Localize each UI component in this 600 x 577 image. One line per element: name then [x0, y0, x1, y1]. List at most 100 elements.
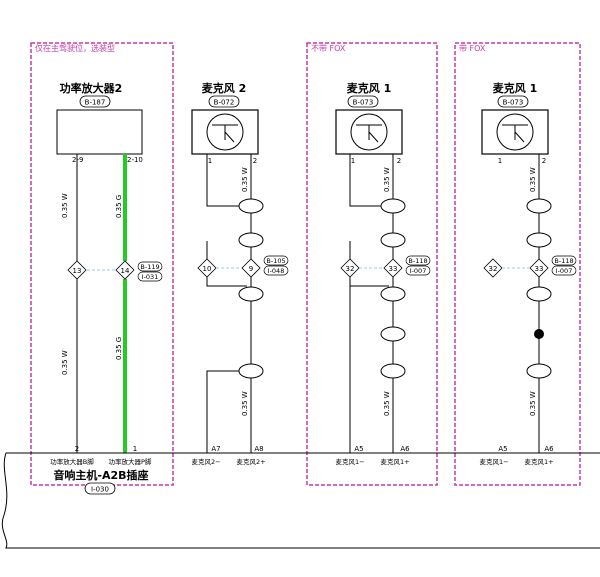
connector-4-sub: I-007: [556, 267, 573, 275]
connector-1-sub: I-031: [142, 273, 159, 281]
zone-box-with-fox: [454, 42, 581, 486]
hu-pin-4: A8: [254, 445, 263, 453]
mic1b-pin-1: 1: [498, 157, 502, 165]
connector-2-sub-oval: [263, 265, 289, 276]
splice-9-label: 9: [249, 265, 253, 273]
splice-13: [67, 260, 87, 280]
mic1a-name: 麦克风 1: [347, 81, 391, 95]
wire-amp-w-label-2: 0.35 W: [61, 350, 69, 375]
amplifier-pin-b: 2-10: [127, 156, 143, 164]
mic1b-shield-ring-2: [526, 232, 552, 248]
splice-33a: [383, 258, 403, 278]
splice-14: [115, 260, 135, 280]
mic1a-shield-ring-1: [380, 198, 406, 214]
splice-14-label: 14: [121, 267, 130, 275]
mic1a-symbol: [335, 109, 403, 155]
hu-pin-7: A5: [498, 445, 507, 453]
amplifier-code: B-187: [85, 99, 106, 107]
mic2-symbol: [191, 109, 259, 155]
wire-amp-g-label-2: 0.35 G: [115, 337, 123, 360]
connector-2-sub: I-048: [268, 267, 285, 275]
splice-33b: [529, 258, 549, 278]
connector-3-sub-oval: [405, 265, 431, 276]
mic2-name: 麦克风 2: [202, 81, 246, 95]
connector-1-code: B-119: [140, 263, 159, 271]
connector-1-oval: [137, 261, 163, 272]
splice-32a-label: 32: [346, 265, 355, 273]
zone-label-with-fox: 带 FOX: [459, 44, 486, 53]
mic1b-pin-2: 2: [542, 157, 546, 165]
splice-10-label: 10: [203, 265, 212, 273]
connector-2-code: B-105: [266, 257, 285, 265]
mic1b-symbol: [481, 109, 549, 155]
mic1a-shield-ring-5: [380, 363, 406, 379]
zone-box-no-fox: [306, 42, 438, 486]
mic1a-shield-ring-4: [380, 326, 406, 342]
zone-label-no-fox: 不带 FOX: [311, 44, 346, 53]
connector-1-sub-oval: [137, 271, 163, 282]
head-unit-code-oval: [84, 482, 116, 495]
connector-3-sub: I-007: [410, 267, 427, 275]
head-unit-code: I-030: [91, 486, 109, 494]
mic2-shield-ring-4: [238, 363, 264, 379]
connector-3-code: B-118: [408, 257, 427, 265]
mic1a-code-oval: [347, 95, 379, 108]
mic1a-pin-1: 1: [351, 157, 355, 165]
wire-mic1b-label-1: 0.35 W: [529, 167, 537, 192]
wire-amp-g-label-1: 0.35 G: [115, 195, 123, 218]
hu-pin-label-8: 麦克风1+: [524, 457, 553, 466]
splice-33b-label: 33: [535, 265, 544, 273]
mic1a-pin-2: 2: [397, 157, 401, 165]
hu-pin-8: A6: [544, 445, 554, 453]
hu-pin-label-5: 麦克风1−: [335, 457, 364, 466]
mic1b-ground-dot: [534, 329, 544, 339]
mic1b-name: 麦克风 1: [493, 81, 537, 95]
wire-mic1a-label-2: 0.35 W: [383, 391, 391, 416]
mic2-pin-2: 2: [253, 157, 257, 165]
connector-3-oval: [405, 255, 431, 266]
hu-pin-label-2: 功率放大器P脚: [109, 457, 152, 466]
splice-13-label: 13: [73, 267, 82, 275]
mic1b-shield-ring-3: [526, 286, 552, 302]
hu-pin-3: A7: [211, 445, 220, 453]
wire-mic2-shield-top: [206, 154, 247, 207]
mic2-shield-ring-1: [238, 198, 264, 214]
amplifier-name: 功率放大器2: [60, 81, 123, 95]
connector-2-oval: [263, 255, 289, 266]
mic1b-shield-ring-1: [526, 198, 552, 214]
hu-pin-label-6: 麦克风1+: [380, 457, 409, 466]
splice-9: [241, 258, 261, 278]
amplifier-pin-a: 2-9: [72, 156, 83, 164]
mic2-code: B-072: [214, 99, 235, 107]
hu-pin-label-3: 麦克风2−: [191, 457, 220, 466]
amplifier-code-oval: [79, 95, 111, 108]
hu-pin-2: 1: [133, 445, 137, 453]
connector-4-oval: [551, 255, 577, 266]
wire-mic1b-label-2: 0.35 W: [529, 391, 537, 416]
head-unit-name: 音响主机-A2B插座: [53, 468, 148, 482]
hu-pin-5: A5: [354, 445, 363, 453]
wire-amp-w-label-1: 0.35 W: [61, 193, 69, 218]
mic1a-code: B-073: [353, 99, 374, 107]
connector-4-code: B-118: [554, 257, 573, 265]
hu-pin-6: A6: [400, 445, 410, 453]
mic1b-code-oval: [497, 95, 529, 108]
wire-mic1a-shield-top: [349, 154, 389, 207]
wire-mic2-label-2: 0.35 W: [241, 391, 249, 416]
wire-mic1a-label-1: 0.35 W: [383, 167, 391, 192]
hu-pin-1: 2: [75, 445, 79, 453]
hu-pin-label-1: 功率放大器B脚: [50, 457, 94, 466]
hu-pin-label-7: 麦克风1−: [479, 457, 508, 466]
mic1b-code: B-073: [503, 99, 524, 107]
wire-mic2-label-1: 0.35 W: [241, 167, 249, 192]
hu-pin-label-4: 麦克风2+: [236, 457, 265, 466]
wire-mic2-shield-bottom: [206, 370, 247, 453]
wire-mic2-shield-mid: [206, 241, 247, 287]
mic2-shield-ring-3: [238, 286, 264, 302]
splice-33a-label: 33: [389, 265, 398, 273]
mic1a-shield-ring-3: [380, 286, 406, 302]
splice-32b-label: 32: [489, 265, 498, 273]
amplifier-box: [56, 109, 143, 155]
connector-4-sub-oval: [551, 265, 577, 276]
